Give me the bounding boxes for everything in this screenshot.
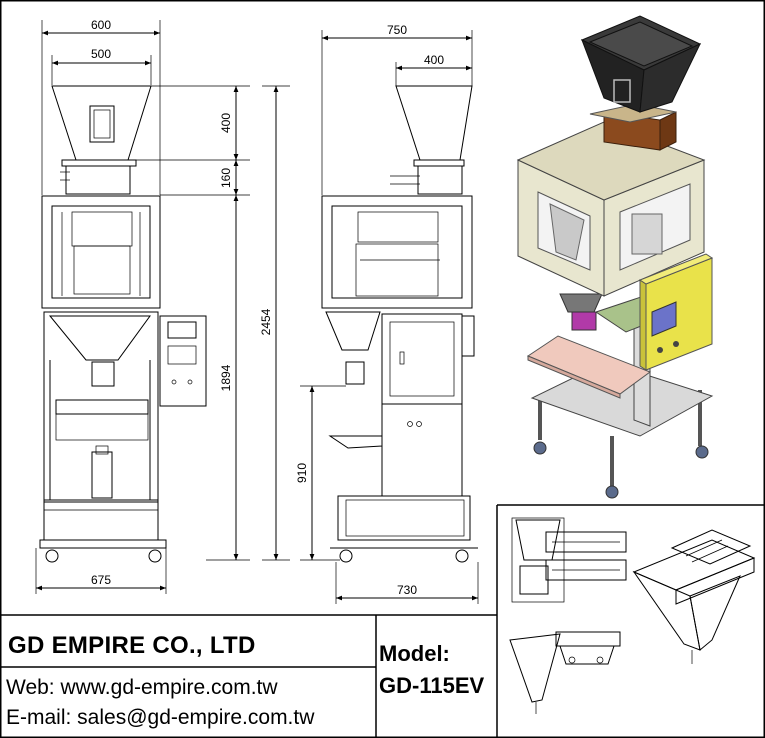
side-width-hopper-label: 400: [424, 53, 444, 67]
side-table-height-label: 910: [295, 463, 309, 483]
model-value: GD-115EV: [379, 673, 485, 698]
company-name: GD EMPIRE CO., LTD: [8, 632, 256, 659]
side-base-width-label: 730: [397, 583, 417, 597]
front-total-height-label: 2454: [259, 308, 273, 335]
front-base-width-label: 675: [91, 573, 111, 587]
front-width-top-label: 600: [91, 18, 111, 32]
side-width-top-label: 750: [387, 23, 407, 37]
model-label: Model:: [379, 641, 450, 666]
isometric-machine-view: [516, 15, 714, 499]
front-view: 600 500: [35, 18, 290, 594]
front-body-height-label: 1894: [219, 364, 233, 391]
website-text: Web: www.gd-empire.com.tw: [6, 676, 278, 699]
side-view: 750 400: [295, 23, 479, 604]
front-width-hopper-label: 500: [91, 47, 111, 61]
front-feeder-height-label: 160: [219, 168, 233, 188]
front-hopper-height-label: 400: [219, 113, 233, 133]
email-text: E-mail: sales@gd-empire.com.tw: [6, 706, 315, 729]
detail-part-views: [509, 517, 756, 714]
